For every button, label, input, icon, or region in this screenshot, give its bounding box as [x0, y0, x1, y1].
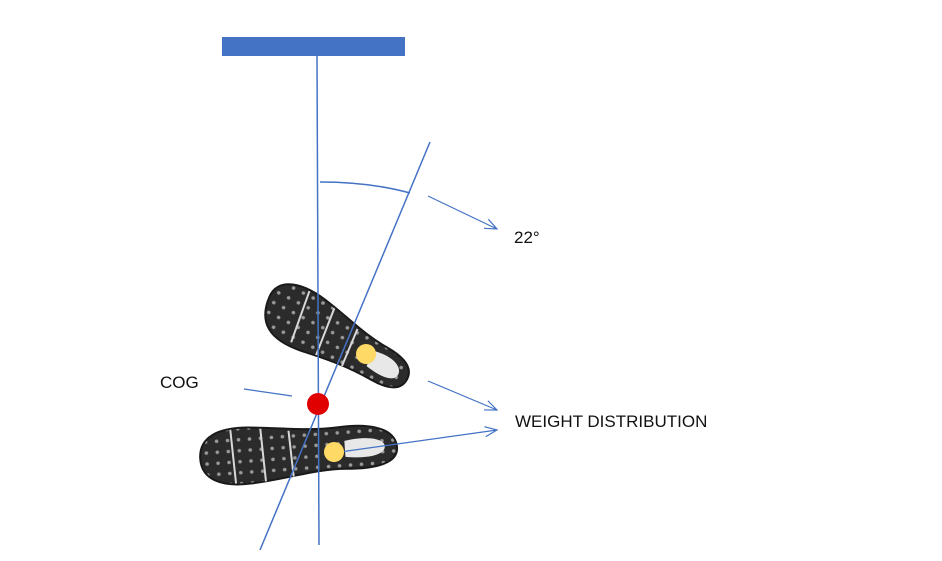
- weight-distribution-label: WEIGHT DISTRIBUTION: [515, 412, 708, 431]
- angle-label: 22°: [514, 228, 540, 247]
- weight-point-top: [356, 344, 376, 364]
- angle-arc: [319, 181, 411, 194]
- bottom-shoe-sole: [199, 424, 398, 486]
- weight-point-bottom: [324, 442, 344, 462]
- weight-arrow-bottom: [339, 430, 497, 453]
- lean-axis-line: [259, 141, 431, 551]
- top-shoe-sole: [264, 283, 410, 389]
- vertical-plumb-line: [316, 55, 320, 546]
- cog-point: [307, 393, 329, 415]
- weight-arrow-top: [427, 380, 497, 410]
- cog-label: COG: [160, 373, 199, 392]
- cog-pointer-line: [243, 388, 293, 397]
- support-bar: [222, 37, 405, 56]
- angle-pointer-arrow: [427, 195, 497, 229]
